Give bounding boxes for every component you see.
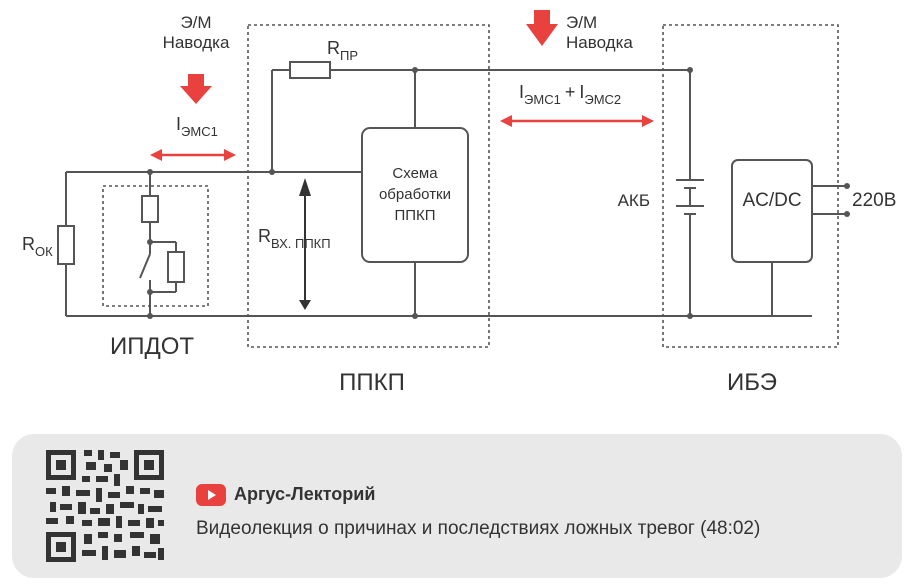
r-pr-label: RПР bbox=[327, 38, 358, 63]
resistor-r-pr bbox=[289, 61, 331, 79]
emi-left-line-2: Наводка bbox=[163, 33, 230, 52]
mains-label: 220В bbox=[852, 190, 896, 211]
processing-block bbox=[361, 127, 469, 263]
acdc-label: AC/DC bbox=[742, 190, 801, 211]
r-ok-label: RОК bbox=[22, 234, 53, 259]
emc-current-arrow-right bbox=[500, 115, 654, 127]
i-emc-sum-label: IЭМС1+IЭМС2 bbox=[519, 82, 621, 107]
emi-arrow-left-icon bbox=[180, 74, 212, 104]
processing-block-line-3: ППКП bbox=[394, 207, 435, 224]
block-label-ppkp: ППКП bbox=[339, 369, 405, 396]
junction-dots bbox=[147, 67, 850, 319]
resistor-detector bbox=[141, 195, 159, 223]
youtube-icon[interactable] bbox=[196, 484, 226, 506]
akb-label: АКБ bbox=[618, 191, 650, 210]
ppkp-boundary bbox=[247, 24, 490, 348]
block-label-ipdot: ИПДОТ bbox=[110, 333, 194, 360]
alarm-switch bbox=[139, 253, 151, 279]
processing-block-line-2: обработки bbox=[379, 186, 451, 203]
processing-block-line-1: Схема bbox=[392, 165, 438, 182]
video-description[interactable]: Видеолекция о причинах и последствиях ло… bbox=[196, 518, 761, 539]
circuit-diagram: Схема обработки ППКП AC/DC АКБ 220В RОК … bbox=[22, 10, 896, 396]
qr-code-icon[interactable] bbox=[42, 446, 168, 566]
resistor-r-ok bbox=[57, 225, 75, 265]
resistor-detector-parallel bbox=[167, 251, 185, 283]
block-label-ibe: ИБЭ bbox=[727, 369, 777, 396]
r-in-label: RВХ. ППКП bbox=[258, 226, 331, 251]
emi-left-line-1: Э/М bbox=[180, 13, 211, 32]
i-emc1-left-label: IЭМС1 bbox=[176, 114, 218, 139]
emi-right-line-2: Наводка bbox=[566, 33, 633, 52]
ipdot-boundary bbox=[102, 185, 209, 307]
battery-icon bbox=[676, 179, 704, 215]
emc-current-arrow-left bbox=[150, 149, 236, 161]
emi-arrow-right-icon bbox=[526, 10, 558, 46]
acdc-block bbox=[731, 159, 813, 263]
emi-right-line-1: Э/М bbox=[566, 13, 597, 32]
video-lecture-card[interactable]: Аргус-Лекторий Видеолекция о причинах и … bbox=[12, 434, 902, 578]
channel-name[interactable]: Аргус-Лекторий bbox=[234, 484, 376, 504]
input-resistance-arrow bbox=[299, 178, 311, 310]
